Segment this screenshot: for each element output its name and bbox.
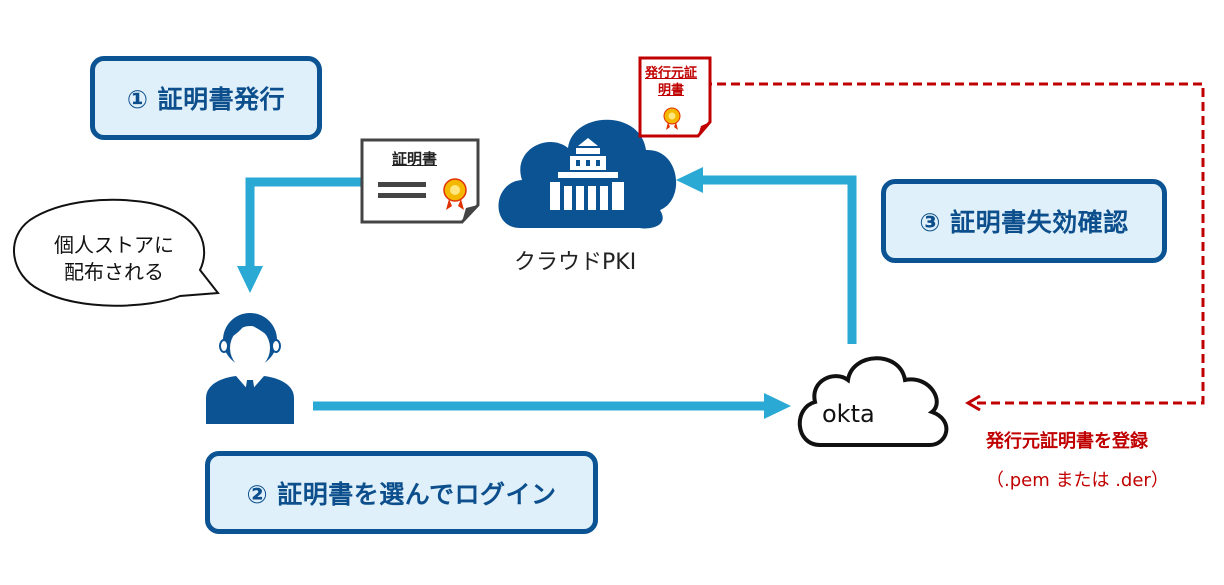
certificate-icon	[360, 138, 480, 224]
speech-bubble	[13, 198, 220, 307]
user-icon	[206, 313, 294, 424]
format-label: （.pem または .der）	[986, 470, 1169, 491]
step-1-issue-certificate: ① 証明書発行	[90, 56, 322, 140]
cloud-pki-icon	[498, 119, 677, 229]
cloud-pki-label: クラウドPKI	[514, 250, 637, 275]
building-icon	[550, 138, 624, 210]
certificate-title: 証明書	[392, 150, 438, 168]
arrow-issue-to-user	[237, 177, 362, 293]
dashed-arrow-register	[703, 82, 1205, 412]
speech-bubble-text: 個人ストアに 配布される	[34, 232, 194, 286]
arrow-okta-to-pki	[676, 167, 857, 344]
okta-cloud-icon	[797, 356, 949, 448]
speech-bubble-line-1: 個人ストアに	[54, 233, 174, 257]
okta-label: okta	[822, 400, 875, 428]
issuer-certificate-icon	[638, 56, 712, 138]
register-issuer-label: 発行元証明書を登録	[986, 431, 1148, 452]
issuer-certificate-title: 発行元証明書	[645, 66, 698, 98]
arrow-user-to-okta	[313, 393, 791, 419]
step-3-revocation-check: ③ 証明書失効確認	[881, 179, 1167, 263]
speech-bubble-line-2: 配布される	[64, 260, 164, 284]
step-2-select-certificate-login: ② 証明書を選んでログイン	[205, 451, 598, 534]
